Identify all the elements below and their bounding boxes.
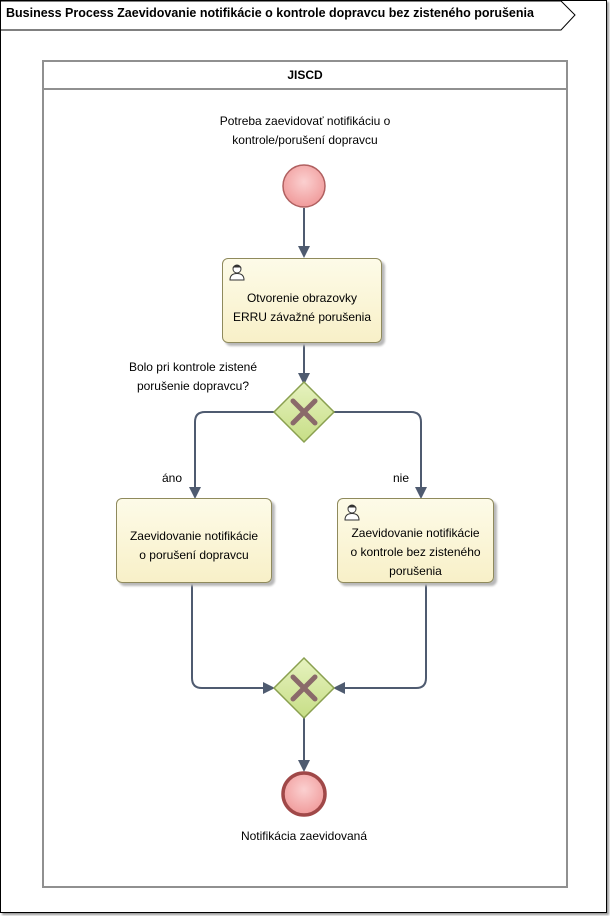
end-event[interactable]	[281, 771, 327, 817]
end-event-label: Notifikácia zaevidovaná	[240, 829, 368, 843]
diagram-title: Business Process Zaevidovanie notifikáci…	[6, 6, 534, 20]
task-no-violation-line2: o kontrole bez zisteného	[350, 545, 481, 559]
exclusive-gateway-x-icon	[290, 398, 318, 426]
task-record-violation[interactable]: Zaevidovanie notifikácie o porušení dopr…	[116, 498, 272, 583]
pool-border	[42, 60, 568, 888]
flow-yes-label: áno	[161, 471, 183, 485]
task-no-violation-line1: Zaevidovanie notifikácie	[351, 526, 480, 540]
user-icon	[344, 504, 360, 521]
gateway-question-line2: porušenie dopravcu?	[136, 379, 250, 393]
sequence-flows	[189, 208, 427, 772]
title-tab	[1, 0, 576, 31]
gateway-question-line1: Bolo pri kontrole zistené	[128, 360, 258, 374]
pool-name: JISCD	[287, 68, 323, 82]
merge-gateway[interactable]	[272, 656, 336, 720]
flow-no[interactable]	[334, 411, 427, 499]
flow-yes[interactable]	[189, 411, 274, 499]
start-event-label: Potreba zaevidovať notifikáciu o kontrol…	[180, 112, 430, 150]
flow-no-violation-to-merge[interactable]	[333, 583, 427, 694]
task-open-line1: Otvorenie obrazovky	[246, 291, 358, 305]
user-icon	[229, 264, 245, 281]
start-event-label-line2: kontrole/porušení dopravcu	[232, 133, 378, 147]
task-violation-line1: Zaevidovanie notifikácie	[129, 529, 259, 543]
task-no-violation-line3: porušenia	[389, 564, 442, 578]
start-event-label-line1: Potreba zaevidovať notifikáciu o	[219, 114, 391, 128]
task-record-no-violation[interactable]: Zaevidovanie notifikácie o kontrole bez …	[337, 498, 494, 583]
decision-gateway[interactable]	[272, 380, 336, 444]
start-event[interactable]	[282, 164, 326, 208]
task-open-line2: ERRU závažné porušenia	[232, 310, 372, 324]
flow-violation-to-merge[interactable]	[191, 583, 275, 694]
task-violation-line2: o porušení dopravcu	[139, 548, 249, 562]
gateway-question: Bolo pri kontrole zistené porušenie dopr…	[104, 358, 282, 396]
task-open-screen[interactable]: Otvorenie obrazovky ERRU závažné porušen…	[222, 258, 382, 343]
flow-no-label: nie	[392, 471, 409, 485]
exclusive-gateway-x-icon	[290, 674, 318, 702]
